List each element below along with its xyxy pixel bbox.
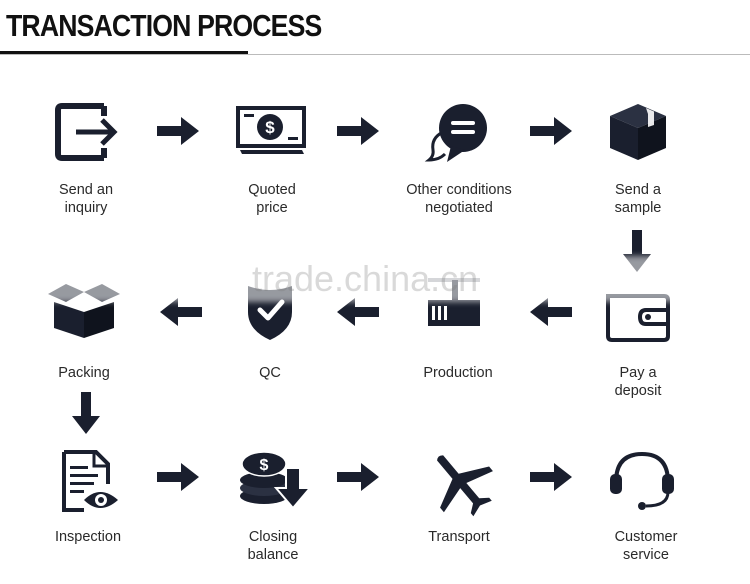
step-label: Production <box>423 365 493 381</box>
headset-icon <box>610 451 674 510</box>
step-label: QC <box>259 365 281 381</box>
coins-down-icon: $ <box>240 451 313 510</box>
airplane-icon <box>437 455 493 517</box>
svg-text:$: $ <box>265 118 275 137</box>
title-underline <box>0 51 248 55</box>
svg-text:$: $ <box>260 457 269 474</box>
page-title: TRANSACTION PROCESS <box>6 8 322 43</box>
chat-bubbles-icon <box>424 104 487 162</box>
arrow-right-icon <box>337 463 379 491</box>
banknote-icon: $ <box>236 106 306 154</box>
step-label: Transport <box>428 529 490 545</box>
arrow-right-icon <box>157 463 199 491</box>
arrow-right-icon <box>530 463 572 491</box>
arrow-left-icon <box>160 298 202 326</box>
document-eye-icon <box>62 450 118 512</box>
arrow-left-icon <box>530 298 572 326</box>
arrow-left-icon <box>337 298 379 326</box>
arrow-right-icon <box>337 117 379 145</box>
watermark-band <box>30 256 690 302</box>
step-label: Packing <box>58 365 110 381</box>
watermark: trade.china.cn <box>252 258 479 299</box>
arrow-right-icon <box>157 117 199 145</box>
title-divider <box>0 54 750 55</box>
arrow-down-icon <box>72 392 100 434</box>
exit-arrow-icon <box>55 103 118 161</box>
box-icon <box>610 104 666 160</box>
step-label: Inspection <box>54 529 122 545</box>
arrow-right-icon <box>530 117 572 145</box>
